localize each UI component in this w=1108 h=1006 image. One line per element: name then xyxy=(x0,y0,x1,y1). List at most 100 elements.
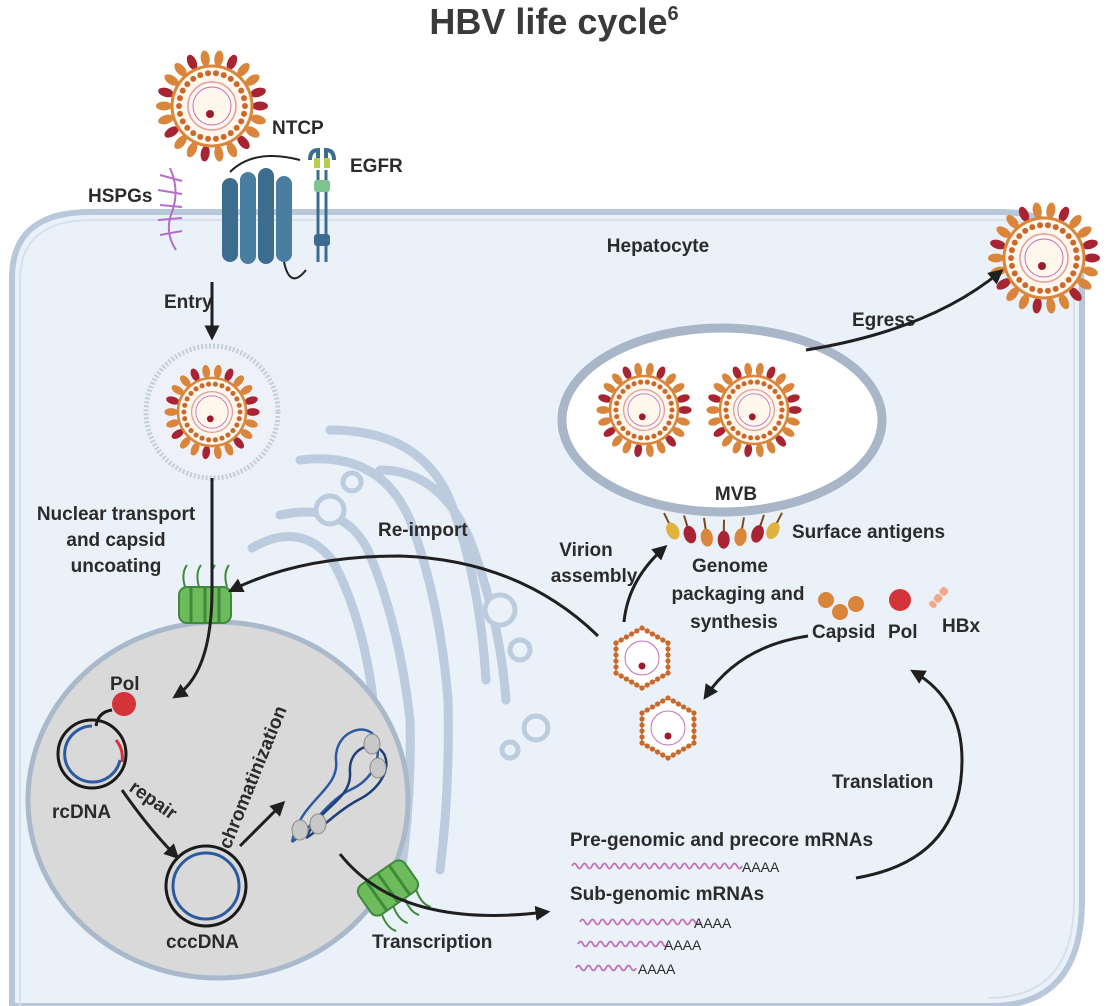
transcription-arrow xyxy=(338,853,551,921)
surface-antigen xyxy=(700,517,713,547)
virion-entering xyxy=(156,50,268,162)
surface-spike xyxy=(233,375,245,387)
subgenomic-mrna-strand-3 xyxy=(575,964,637,972)
mvb-label: MVB xyxy=(715,484,757,505)
surface-spike xyxy=(1046,297,1056,314)
surface-spike xyxy=(1082,266,1098,277)
subgenomic-mrna-strand-1 xyxy=(579,918,701,926)
surface-spike xyxy=(755,443,764,458)
surface-spike xyxy=(179,437,191,449)
genome-packaging-label-2: packaging and xyxy=(671,584,804,605)
surface-spike xyxy=(1032,202,1042,219)
cccdna-label: cccDNA xyxy=(166,932,239,953)
er-vesicles xyxy=(313,470,551,761)
polya-tail-2: AAAA xyxy=(694,915,732,931)
nuclear-transport-label-2: and capsid xyxy=(66,530,165,551)
translation-label: Translation xyxy=(832,772,933,793)
surface-spike xyxy=(186,54,198,70)
surface-spike xyxy=(233,437,245,449)
ntcp-transporter xyxy=(222,155,307,280)
chromatin-minichromosome xyxy=(290,728,388,844)
surface-spike xyxy=(744,362,753,377)
surface-spike xyxy=(766,440,776,454)
nuclear-pore-upper xyxy=(178,564,232,624)
rcdna-circle xyxy=(56,708,128,790)
virion-egress xyxy=(988,202,1100,314)
surface-spike xyxy=(706,406,720,414)
pol-cyto-label: Pol xyxy=(888,622,918,643)
surface-spike xyxy=(788,406,802,414)
surface-spike xyxy=(1058,294,1070,310)
surface-spike xyxy=(244,419,258,428)
transcription-label: Transcription xyxy=(372,932,492,953)
surface-spike xyxy=(164,74,179,86)
surface-spike xyxy=(611,373,623,385)
surface-spike xyxy=(665,373,677,385)
surface-spike xyxy=(721,373,733,385)
surface-spike xyxy=(158,114,174,125)
surface-spike xyxy=(164,126,179,138)
surface-spike xyxy=(171,385,184,395)
surface-spike xyxy=(596,406,610,414)
polya-tail-3: AAAA xyxy=(664,937,702,953)
translation-arrow xyxy=(855,669,964,880)
surface-spike xyxy=(708,394,722,403)
surface-spike xyxy=(996,226,1011,238)
chromatinization-arrow xyxy=(238,800,286,848)
surface-spike xyxy=(1077,226,1092,238)
surface-antigen xyxy=(751,514,765,543)
surface-antigen xyxy=(766,512,783,540)
surface-spike xyxy=(676,417,690,426)
surface-spike xyxy=(224,368,234,382)
surface-spike xyxy=(786,417,800,426)
surface-spike xyxy=(678,406,692,414)
surface-spike xyxy=(656,366,666,380)
surface-spike xyxy=(611,435,623,447)
surface-spike xyxy=(246,408,260,416)
surface-spike xyxy=(166,396,180,405)
surface-spike xyxy=(240,429,253,439)
surface-spike xyxy=(190,442,200,456)
polya-tail-4: AAAA xyxy=(638,961,676,977)
surface-spike xyxy=(1082,239,1098,250)
surface-spike xyxy=(732,366,742,380)
virion-in-endosome xyxy=(164,364,260,460)
surface-spike xyxy=(708,417,722,426)
genome-packaging-arrow xyxy=(703,634,809,700)
surface-spike xyxy=(200,50,210,67)
egfr-receptor xyxy=(308,147,336,262)
surface-spike xyxy=(676,394,690,403)
surface-spike xyxy=(1084,253,1100,263)
subgenomic-mrna-label: Sub-genomic mRNAs xyxy=(570,884,764,905)
surface-spike xyxy=(1032,297,1042,314)
surface-spike xyxy=(990,239,1006,250)
surface-spike xyxy=(252,101,268,111)
surface-spike xyxy=(744,443,753,458)
surface-spike xyxy=(634,362,643,377)
surface-spike xyxy=(1069,214,1082,229)
repair-arrow xyxy=(120,789,180,860)
surface-spike xyxy=(186,142,198,158)
hspgs-glycans xyxy=(157,167,183,251)
surface-spike xyxy=(665,435,677,447)
surface-spike xyxy=(213,364,222,379)
surface-spike xyxy=(634,443,643,458)
surface-spike xyxy=(1058,206,1070,222)
capsid-upper xyxy=(613,625,671,691)
genome-packaging-label-3: synthesis xyxy=(690,612,778,633)
ntcp-label: NTCP xyxy=(272,118,324,139)
pregenomic-mrna-label: Pre-genomic and precore mRNAs xyxy=(570,830,873,851)
subgenomic-mrna-strand-2 xyxy=(577,940,669,948)
capsid-label: Capsid xyxy=(812,622,875,643)
pathway-arrows xyxy=(120,269,1004,921)
nuclear-transport-label-3: uncoating xyxy=(71,556,162,577)
genome-packaging-label-1: Genome xyxy=(692,556,768,577)
surface-spike xyxy=(179,375,191,387)
surface-spike xyxy=(174,62,187,77)
reimport-label: Re-import xyxy=(378,520,468,541)
surface-spike xyxy=(250,87,266,98)
surface-spike xyxy=(988,253,1004,263)
rcdna-label: rcDNA xyxy=(52,802,111,823)
surface-spike xyxy=(721,435,733,447)
surface-spike xyxy=(732,440,742,454)
